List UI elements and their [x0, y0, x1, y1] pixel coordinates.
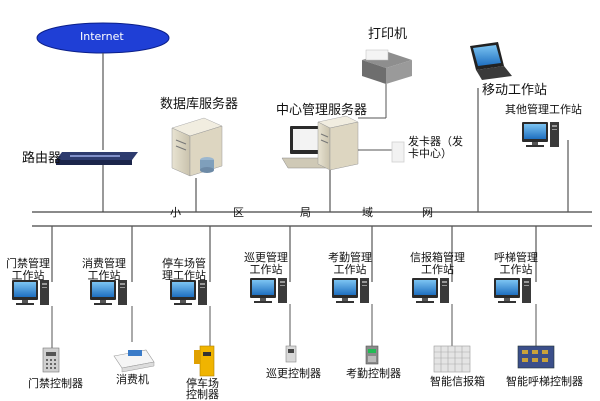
card-issuer-icon [391, 141, 405, 163]
workstation-5-icon [332, 278, 369, 303]
workstation-1-label: 门禁管理 工作站 [6, 257, 50, 282]
workstation-6-icon [412, 278, 449, 303]
center-server-label: 中心管理服务器 [276, 103, 368, 118]
workstation-7-label: 呼梯管理 工作站 [494, 251, 538, 276]
center-server-icon [281, 115, 359, 171]
laptop-icon [470, 42, 512, 80]
access-controller-icon [42, 347, 60, 373]
controller-links [51, 304, 537, 348]
elevator-controller-icon [517, 345, 555, 369]
router-icon [56, 152, 138, 165]
lan-label-char: 区 [233, 206, 244, 219]
workstation-6-label: 信报箱管理 工作站 [410, 251, 465, 276]
attendance-controller-icon [365, 345, 379, 365]
patrol-controller-icon [285, 345, 297, 363]
printer-icon [362, 49, 412, 84]
lan-label-char: 网 [422, 206, 433, 219]
workstation-2-icon [90, 280, 127, 305]
lan-label-char: 局 [300, 206, 311, 219]
other-workstation-icon [522, 122, 559, 147]
pos-machine-icon [113, 349, 155, 373]
database-server-icon [171, 117, 223, 177]
mobile-ws-label: 移动工作站 [482, 83, 548, 98]
lan-label-char: 小 [170, 206, 181, 219]
device-6-label: 智能信报箱 [430, 375, 485, 388]
lan-label-char: 域 [362, 206, 373, 219]
workstation-4-icon [250, 278, 287, 303]
device-3-label: 停车场 控制器 [186, 377, 219, 401]
smart-mailbox-icon [433, 345, 471, 373]
workstation-7-icon [494, 278, 531, 303]
device-4-label: 巡更控制器 [266, 367, 321, 380]
workstation-4-label: 巡更管理 工作站 [244, 251, 288, 276]
device-5-label: 考勤控制器 [346, 367, 401, 380]
workstation-links [51, 226, 537, 282]
router-label: 路由器 [22, 151, 62, 166]
device-2-label: 消费机 [116, 373, 149, 386]
parking-barrier-icon [194, 345, 215, 377]
lan-backbone [32, 211, 592, 227]
internet-label: Internet [80, 30, 124, 43]
other-ws-label: 其他管理工作站 [505, 103, 582, 116]
workstation-1-icon [12, 280, 49, 305]
workstation-3-icon [170, 280, 207, 305]
device-1-label: 门禁控制器 [28, 377, 83, 390]
workstation-3-label: 停车场管 理工作站 [162, 257, 206, 282]
card-issuer-label: 发卡器（发 卡中心） [408, 135, 463, 160]
workstation-2-label: 消费管理 工作站 [82, 257, 126, 282]
printer-label: 打印机 [368, 27, 408, 42]
device-7-label: 智能呼梯控制器 [506, 375, 583, 388]
workstation-5-label: 考勤管理 工作站 [328, 251, 372, 276]
db-server-label: 数据库服务器 [160, 97, 239, 112]
